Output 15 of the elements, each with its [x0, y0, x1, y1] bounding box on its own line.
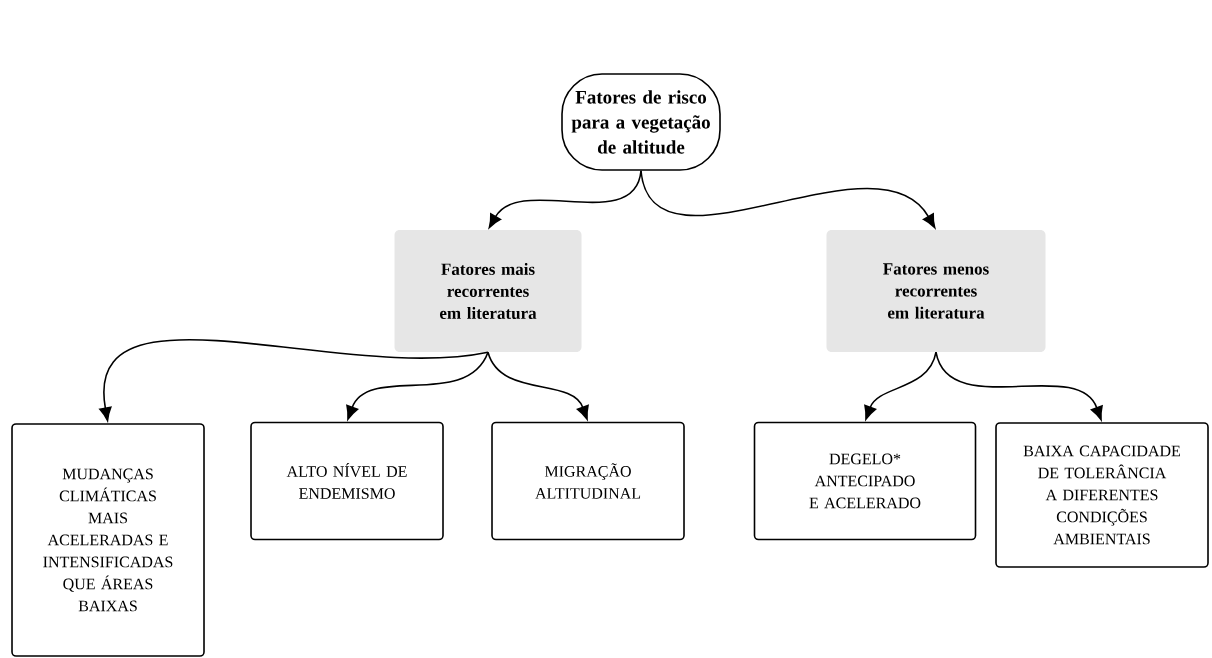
arrow [488, 170, 642, 229]
category-box: Fatores mais recorrentes em literatura [394, 230, 582, 352]
arrow [640, 170, 936, 229]
factor-box: DEGELO* ANTECIPADO E ACELERADO [753, 421, 977, 541]
factor-box: MUDANÇAS CLIMÁTICAS MAIS ACELERADAS E INTENSIFICADAS QUE ÁREAS BAIXAS [11, 423, 205, 657]
title-box: Fatores de risco para a vegetação de altitude [561, 73, 721, 171]
arrow [99, 338, 489, 422]
arrow [487, 351, 589, 420]
factor-box: MIGRAÇÃO ALTITUDINAL [491, 421, 685, 541]
arrow [346, 351, 489, 420]
arrow [864, 351, 937, 420]
factor-box: ALTO NÍVEL DE ENDEMISMO [250, 421, 444, 541]
category-box: Fatores menos recorrentes em literatura [826, 230, 1046, 352]
arrow [935, 351, 1103, 421]
factor-box: BAIXA CAPACIDADE DE TOLERÂNCIA A DIFERENTES CONDIÇÕES AMBIENTAIS [995, 422, 1209, 568]
